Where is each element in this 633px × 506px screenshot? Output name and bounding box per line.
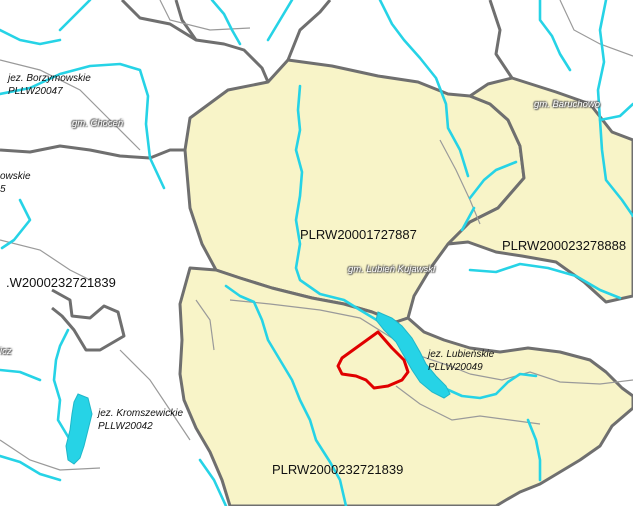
- lake-code: PLLW20049: [428, 362, 483, 373]
- water-body-label-plrw200023278888: PLRW200023278888: [502, 238, 627, 253]
- water-body-label-plrw20001727887: PLRW20001727887: [300, 227, 417, 242]
- lake-code: 5: [0, 184, 6, 195]
- lake-name: jez. Borzymowskie: [8, 73, 91, 84]
- catchment-plrw200023278888: [446, 76, 633, 304]
- catchment-plrw2000232721839: [178, 266, 633, 506]
- commune-label-baruchowo: gm. Baruchowo: [534, 99, 601, 110]
- lake-code: PLLW20042: [98, 421, 153, 432]
- site-outline[interactable]: [336, 330, 410, 390]
- catchment-borders-outside: [0, 0, 514, 352]
- commune-label-partial-left: icz: [0, 346, 12, 357]
- lake-name: owskie: [0, 171, 31, 182]
- water-body-label-plrw2000232721839: PLRW2000232721839: [272, 462, 404, 477]
- lake-label-borzymowskie: jez. Borzymowskie PLLW20047: [8, 72, 91, 98]
- commune-label-chocen: gm. Choceń: [72, 118, 124, 129]
- lake-label-lubienskie: jez. Lubieńskie PLLW20049: [428, 348, 494, 374]
- lake-label-kromszewickie: jez. Kromszewickie PLLW20042: [98, 407, 183, 433]
- admin-boundaries: [0, 0, 633, 471]
- commune-label-lubien-kujawski: gm. Lubień Kujawski: [348, 264, 436, 275]
- lake-code: PLLW20047: [8, 86, 63, 97]
- lake-kromszewickie: [65, 393, 93, 465]
- water-body-label-plrw2000232721839-partial: .W2000232721839: [6, 275, 116, 290]
- lake-lubienskie: [375, 311, 451, 399]
- lake-name: jez. Kromszewickie: [98, 408, 184, 419]
- lake-name: jez. Lubieńskie: [428, 349, 495, 360]
- lake-label-partial-left: owskie 5: [0, 170, 31, 196]
